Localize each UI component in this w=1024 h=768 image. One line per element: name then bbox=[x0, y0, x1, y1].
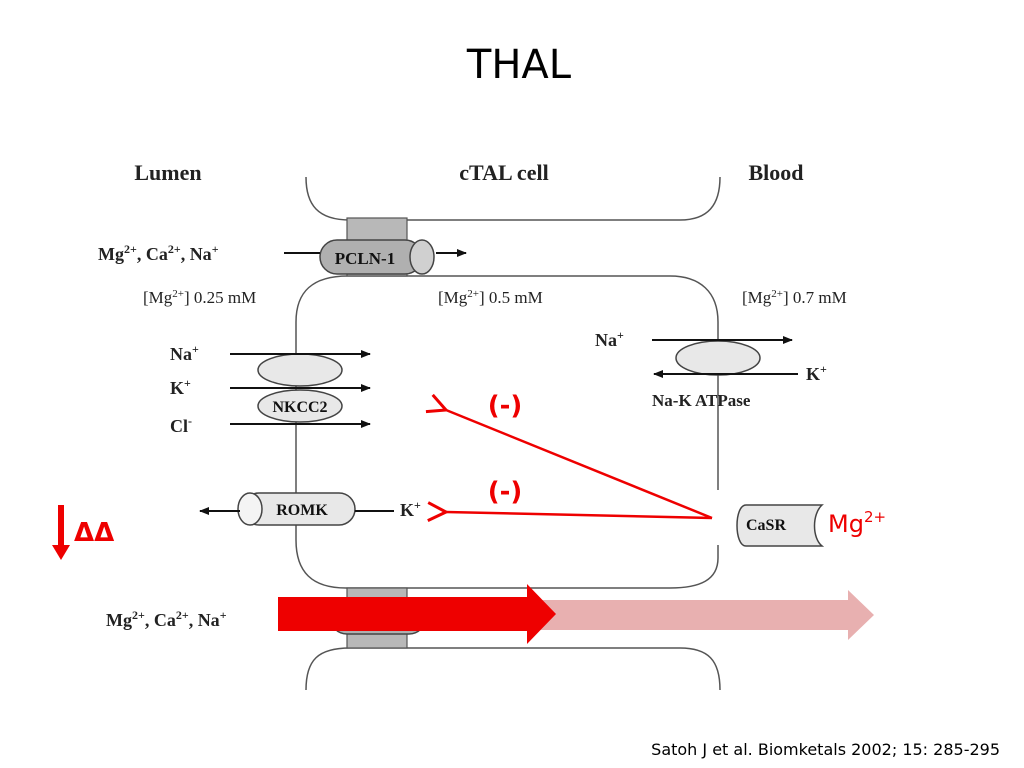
nkcc2-ion-na: Na+ bbox=[170, 342, 199, 364]
nkcc2-label: NKCC2 bbox=[272, 399, 327, 416]
atpase-ion-na: Na+ bbox=[595, 328, 624, 350]
paracellular-top-ions: Mg2+, Ca2+, Na+ bbox=[98, 242, 219, 264]
nkcc2-ion-cl: Cl- bbox=[170, 414, 192, 436]
paracellular-flux-arrow-red bbox=[278, 584, 556, 644]
inhibition-arrow-nkcc2 bbox=[446, 410, 713, 520]
romk-ion-k: K+ bbox=[400, 498, 421, 520]
ctal-cell-outline bbox=[295, 275, 719, 589]
inhibition-arrow-romk bbox=[446, 512, 713, 518]
pcln1-label: PCLN-1 bbox=[335, 249, 395, 268]
citation: Satoh J et al. Biomketals 2002; 15: 285-… bbox=[651, 740, 1000, 759]
lower-cell-outline bbox=[305, 647, 721, 691]
upper-cell-outline bbox=[305, 176, 721, 221]
casr-label: CaSR bbox=[746, 517, 786, 534]
casr-ligand-mg: Mg2+ bbox=[828, 508, 886, 538]
mg-concentration-cell: [Mg2+] 0.5 mM bbox=[438, 288, 543, 307]
down-arrow-icon bbox=[52, 505, 70, 560]
casr-receptor: CaSR bbox=[736, 504, 825, 547]
romk-label: ROMK bbox=[276, 502, 328, 519]
atpase-ion-k: K+ bbox=[806, 362, 827, 384]
pcln1-channel: PCLN-1 bbox=[319, 239, 435, 275]
na-k-atpase bbox=[675, 340, 761, 376]
mg-concentration-lumen: [Mg2+] 0.25 mM bbox=[143, 288, 256, 307]
nkcc2-ion-k: K+ bbox=[170, 376, 191, 398]
header-ctal-cell: cTAL cell bbox=[459, 160, 548, 185]
romk-channel: ROMK bbox=[237, 492, 356, 526]
atpase-label: Na-K ATPase bbox=[652, 391, 751, 410]
voltage-delta-label: ΔΔ bbox=[74, 518, 114, 548]
header-lumen: Lumen bbox=[134, 160, 201, 185]
paracellular-bottom-ions: Mg2+, Ca2+, Na+ bbox=[106, 608, 227, 630]
inhibition-label-upper: (-) bbox=[488, 391, 523, 421]
slide-title: THAL bbox=[466, 42, 572, 88]
mg-concentration-blood: [Mg2+] 0.7 mM bbox=[742, 288, 847, 307]
inhibition-label-lower: (-) bbox=[488, 477, 523, 507]
header-blood: Blood bbox=[748, 160, 803, 185]
nkcc2-transporter: NKCC2 bbox=[257, 353, 343, 423]
paracellular-flux-arrow-faded bbox=[540, 590, 874, 640]
